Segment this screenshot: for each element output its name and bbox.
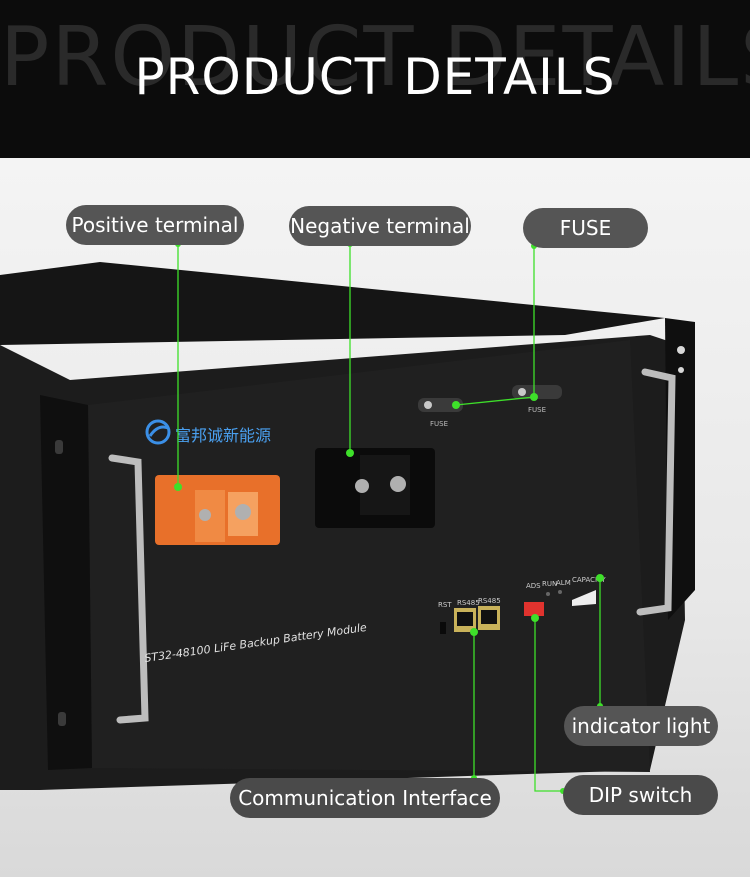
ear-hole xyxy=(55,440,63,454)
brand-name: 富邦诚新能源 xyxy=(175,426,271,445)
fuse-label-left: FUSE xyxy=(430,420,448,428)
rs485-label-a: RS485 xyxy=(457,599,480,607)
run-label: RUN xyxy=(542,580,557,588)
brand-logo xyxy=(145,419,171,445)
callout-indicator-light: indicator light xyxy=(564,706,718,746)
left-rack-ear xyxy=(40,395,92,770)
callout-fuse: FUSE xyxy=(523,208,648,248)
battery-front-panel xyxy=(88,340,650,772)
left-handle[interactable] xyxy=(108,454,149,724)
callout-communication-interface: Communication Interface xyxy=(230,778,500,818)
ads-label: ADS xyxy=(526,582,541,590)
negative-terminal[interactable] xyxy=(315,448,435,528)
right-handle[interactable] xyxy=(636,368,676,616)
reset-button[interactable] xyxy=(440,622,446,634)
rs485-label-b: RS485 xyxy=(478,597,501,605)
ear-hole xyxy=(58,712,66,726)
callout-lines xyxy=(177,244,601,792)
alm-led xyxy=(558,590,562,594)
fuse-right[interactable] xyxy=(512,385,562,399)
header-ghost-text: PRODUCT DETAILS xyxy=(0,10,750,105)
page-title: PRODUCT DETAILS xyxy=(134,48,616,106)
ear-hole xyxy=(678,367,684,373)
capacity-indicator xyxy=(572,590,596,606)
callout-positive-terminal: Positive terminal xyxy=(66,205,244,245)
dip-switch[interactable] xyxy=(524,602,544,616)
ear-hole xyxy=(677,346,685,354)
alm-label: ALM xyxy=(556,579,571,587)
battery-top-face xyxy=(0,262,665,345)
callout-dip-switch: DIP switch xyxy=(563,775,718,815)
callout-negative-terminal: Negative terminal xyxy=(289,206,471,246)
run-led xyxy=(546,592,550,596)
rst-label: RST xyxy=(438,601,452,609)
header-banner: PRODUCT DETAILS PRODUCT DETAILS xyxy=(0,0,750,158)
fuse-label-right: FUSE xyxy=(528,406,546,414)
fuse-left[interactable] xyxy=(418,398,463,412)
capacity-label: CAPACITY xyxy=(572,576,606,584)
positive-terminal[interactable] xyxy=(155,475,280,545)
